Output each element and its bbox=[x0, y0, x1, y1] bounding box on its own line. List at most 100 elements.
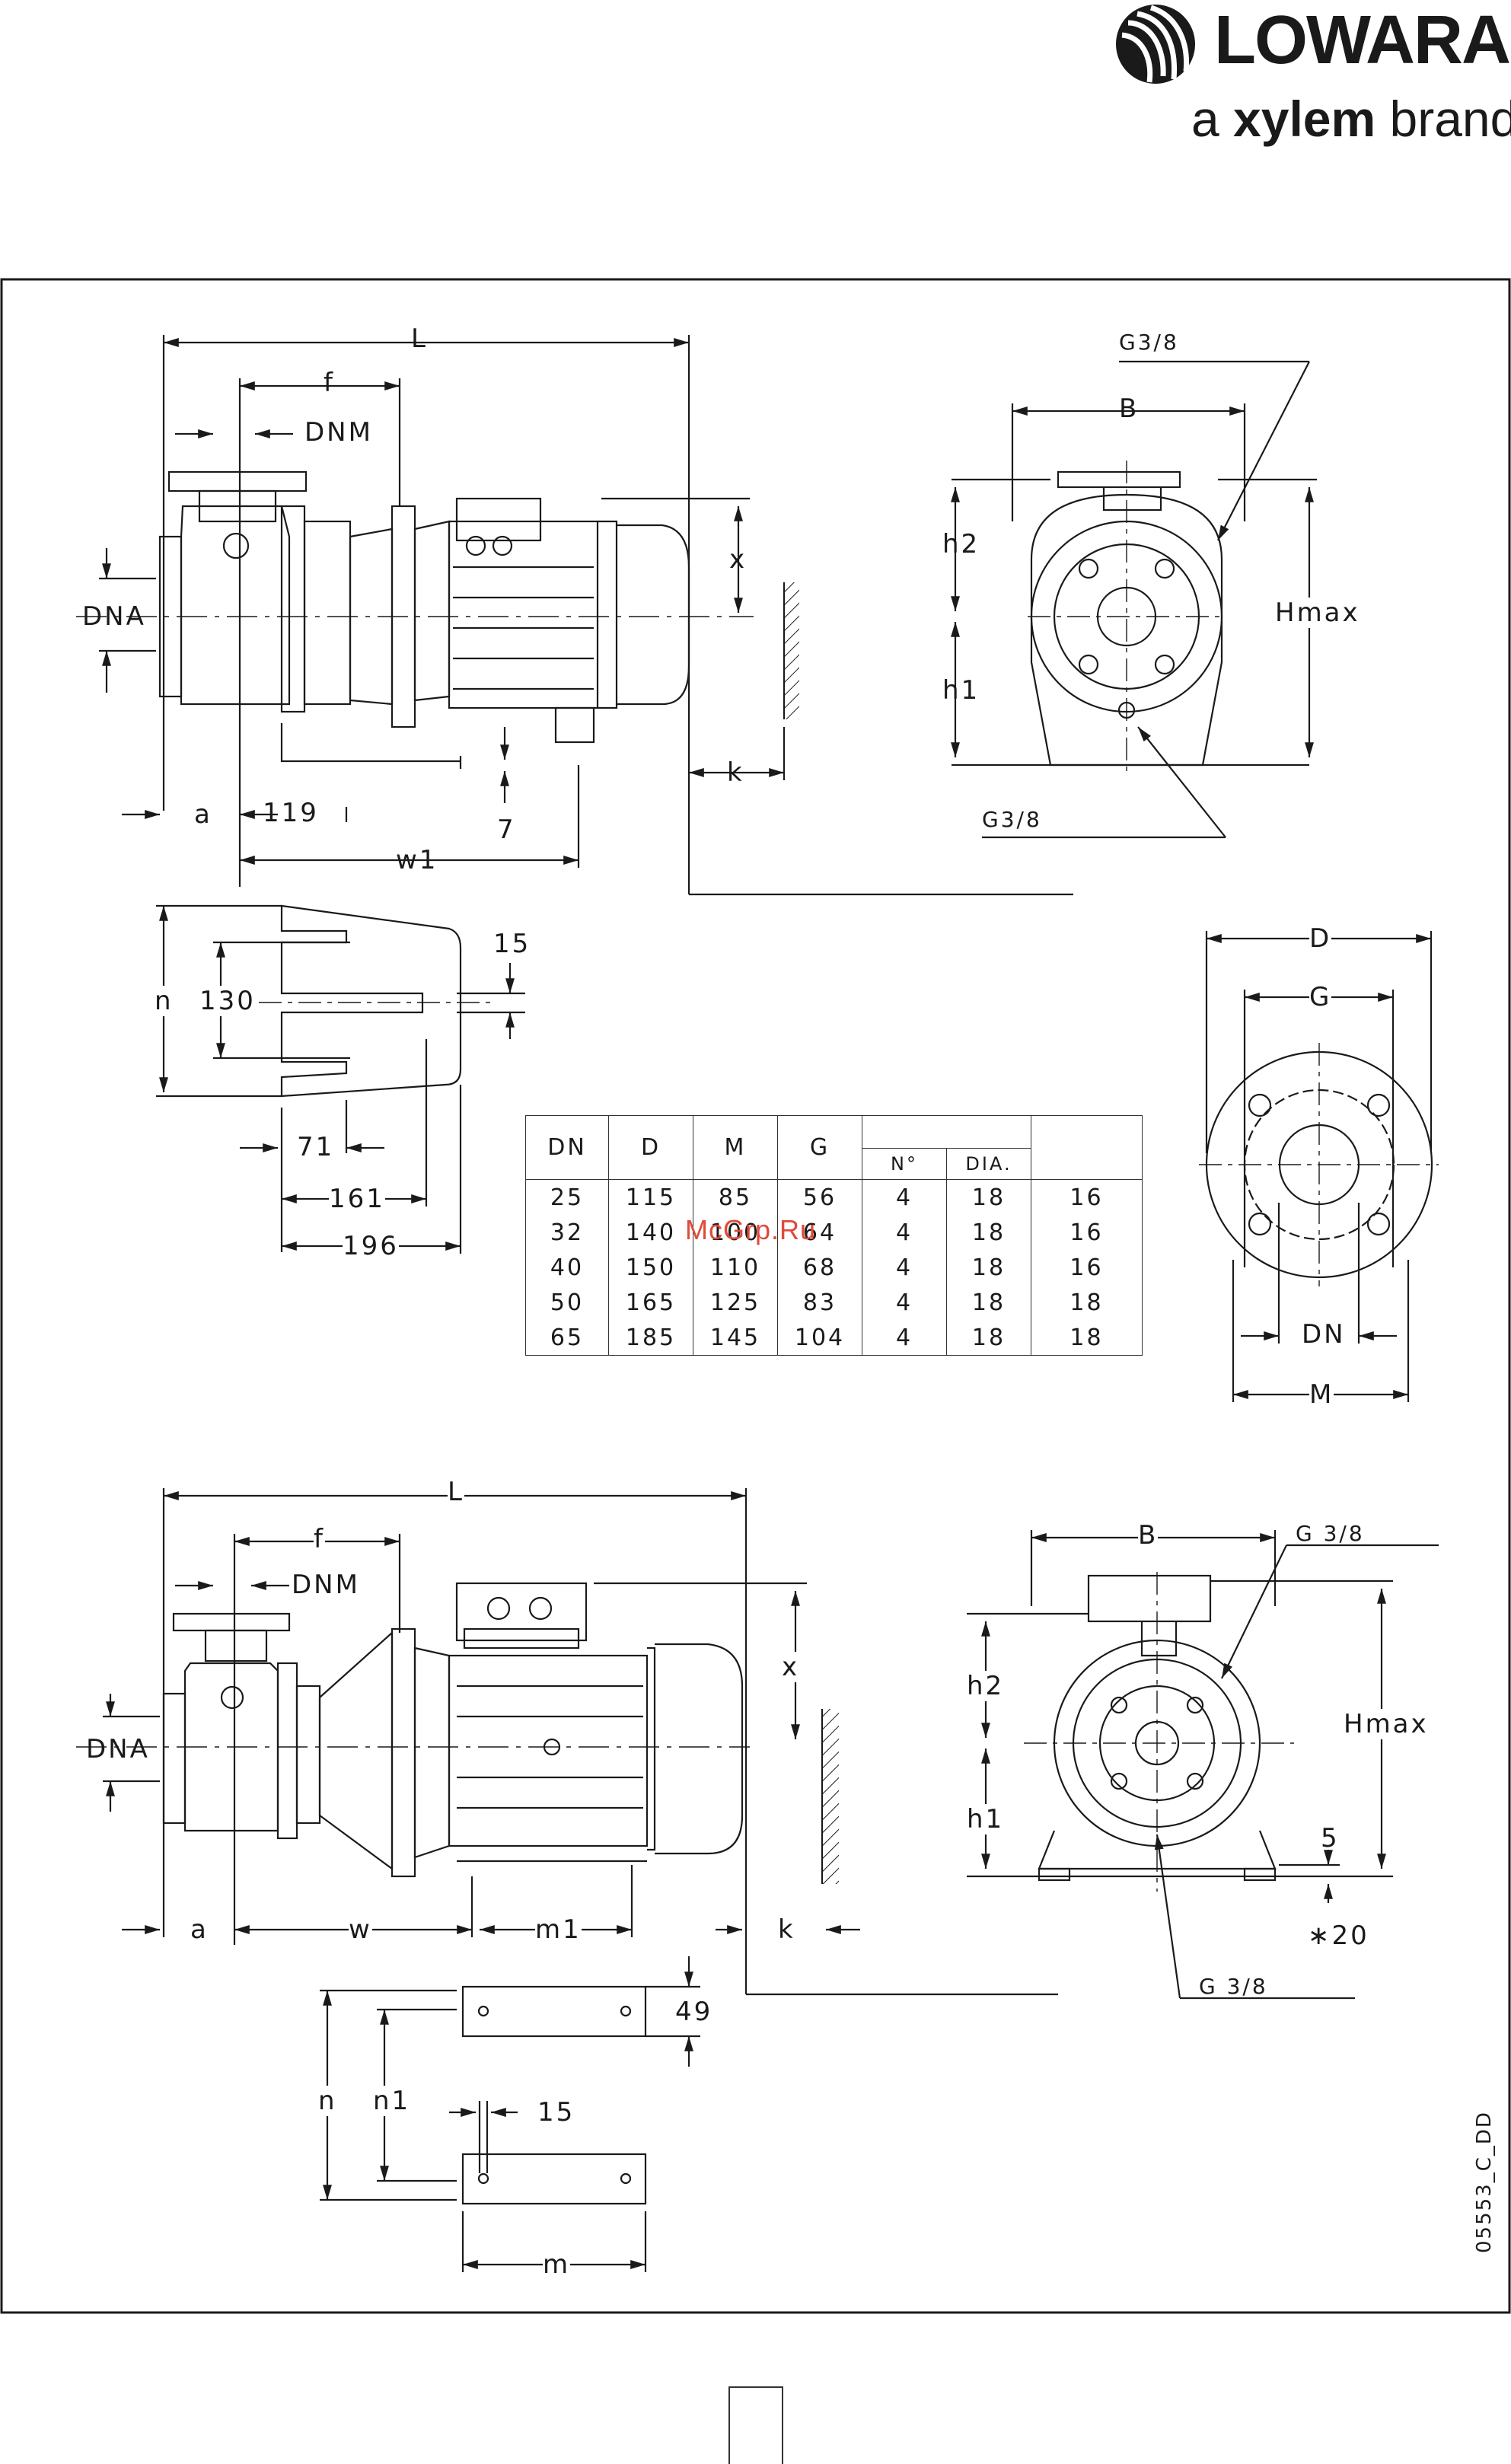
page-number-box bbox=[728, 2386, 783, 2464]
table-header-d: D bbox=[608, 1115, 693, 1180]
label-foot-15: 15 bbox=[493, 929, 531, 959]
label-bottom-20: ∗20 bbox=[1308, 1921, 1369, 1951]
label-top-a: a bbox=[194, 799, 212, 830]
label-flange-G: G bbox=[1309, 982, 1332, 1012]
drawing-lines bbox=[0, 278, 1511, 2314]
table-cell: 140 bbox=[608, 1215, 693, 1250]
label-feet-n: n bbox=[318, 2086, 337, 2116]
label-bottom-B: B bbox=[1138, 1520, 1159, 1551]
label-feet-15: 15 bbox=[537, 2097, 575, 2128]
table-header-blank bbox=[1031, 1115, 1143, 1180]
label-feet-m: m bbox=[543, 2249, 571, 2280]
table-header-g: G bbox=[777, 1115, 862, 1180]
top-front-view bbox=[951, 360, 1317, 839]
table-cell: 4 bbox=[862, 1250, 947, 1285]
table-cell: 165 bbox=[608, 1285, 693, 1320]
label-bottom-G38-upper: G 3/8 bbox=[1296, 1521, 1365, 1546]
table-cell: 65 bbox=[525, 1320, 609, 1356]
table-cell: 100 bbox=[693, 1215, 778, 1250]
table-cell: 104 bbox=[777, 1320, 862, 1356]
table-header-holes: N° DIA. bbox=[862, 1115, 1031, 1180]
brand-tagline: a xylem brand bbox=[1191, 91, 1511, 147]
table-cell: 4 bbox=[862, 1320, 947, 1356]
table-cell: 68 bbox=[777, 1250, 862, 1285]
label-foot-71: 71 bbox=[297, 1132, 335, 1162]
top-side-view bbox=[76, 335, 1073, 896]
table-cell: 185 bbox=[608, 1320, 693, 1356]
label-bottom-L: L bbox=[448, 1477, 464, 1507]
label-top-119: 119 bbox=[263, 798, 319, 828]
label-feet-49: 49 bbox=[675, 1997, 713, 2027]
table-cell: 150 bbox=[608, 1250, 693, 1285]
label-bottom-Hmax: Hmax bbox=[1344, 1709, 1429, 1739]
table-header-count: N° bbox=[862, 1149, 947, 1179]
label-bottom-k: k bbox=[778, 1914, 795, 1945]
table-header-dia: DIA. bbox=[965, 1153, 1012, 1175]
label-top-7: 7 bbox=[497, 814, 516, 845]
table-cell: 85 bbox=[693, 1179, 778, 1215]
label-flange-D: D bbox=[1309, 923, 1332, 954]
label-flange-DN: DN bbox=[1302, 1319, 1346, 1350]
table-cell: 16 bbox=[1031, 1215, 1143, 1250]
label-foot-130: 130 bbox=[199, 986, 256, 1016]
table-cell: 18 bbox=[1031, 1320, 1143, 1356]
label-top-L: L bbox=[411, 324, 428, 354]
technical-drawing: L f DNM DNA x k a 119 7 w1 G3/8 B h2 h1 … bbox=[0, 278, 1511, 2314]
label-bottom-w: w bbox=[349, 1914, 372, 1945]
table-cell: 16 bbox=[1031, 1250, 1143, 1285]
label-top-G38-upper: G3/8 bbox=[1119, 330, 1179, 355]
label-top-w1: w1 bbox=[396, 845, 438, 875]
table-cell: 4 bbox=[862, 1179, 947, 1215]
table-cell: 18 bbox=[946, 1285, 1031, 1320]
label-bottom-h2: h2 bbox=[967, 1671, 1005, 1701]
bottom-side-view bbox=[76, 1488, 1058, 1996]
table-cell: 125 bbox=[693, 1285, 778, 1320]
table-cell: 40 bbox=[525, 1250, 609, 1285]
label-bottom-x: x bbox=[782, 1652, 800, 1682]
table-cell: 110 bbox=[693, 1250, 778, 1285]
label-bottom-DNM: DNM bbox=[292, 1570, 360, 1600]
label-top-B: B bbox=[1119, 394, 1140, 424]
table-cell: 4 bbox=[862, 1285, 947, 1320]
lowara-logo-icon bbox=[1116, 5, 1195, 84]
label-bottom-h1: h1 bbox=[967, 1804, 1005, 1834]
label-bottom-f: f bbox=[314, 1524, 325, 1554]
label-bottom-5: 5 bbox=[1321, 1823, 1340, 1854]
table-cell: 18 bbox=[1031, 1285, 1143, 1320]
bottom-front-view bbox=[967, 1530, 1439, 2000]
table-cell: 4 bbox=[862, 1215, 947, 1250]
label-flange-M: M bbox=[1309, 1379, 1334, 1410]
table-header-dn: DN bbox=[525, 1115, 609, 1180]
label-foot-161: 161 bbox=[329, 1184, 385, 1214]
table-header-m: M bbox=[693, 1115, 778, 1180]
brand-name: LOWARA bbox=[1214, 2, 1511, 78]
table-cell: 56 bbox=[777, 1179, 862, 1215]
label-top-DNA: DNA bbox=[82, 601, 146, 632]
table-cell: 25 bbox=[525, 1179, 609, 1215]
table-cell: 50 bbox=[525, 1285, 609, 1320]
table-cell: 18 bbox=[946, 1179, 1031, 1215]
label-top-Hmax: Hmax bbox=[1275, 598, 1360, 628]
table-cell: 115 bbox=[608, 1179, 693, 1215]
table-cell: 83 bbox=[777, 1285, 862, 1320]
brand-header: LOWARA a xylem brand bbox=[1111, 0, 1511, 152]
table-cell: 32 bbox=[525, 1215, 609, 1250]
label-top-h1: h1 bbox=[942, 675, 980, 706]
table-cell: 18 bbox=[946, 1320, 1031, 1356]
label-bottom-m1: m1 bbox=[535, 1914, 582, 1945]
label-top-x: x bbox=[729, 544, 748, 575]
table-cell: 16 bbox=[1031, 1179, 1143, 1215]
label-top-f: f bbox=[324, 368, 335, 398]
table-cell: 64 bbox=[777, 1215, 862, 1250]
label-top-G38-lower: G3/8 bbox=[982, 807, 1042, 832]
label-bottom-G38-lower: G 3/8 bbox=[1199, 1974, 1268, 1999]
label-bottom-DNA: DNA bbox=[86, 1734, 150, 1764]
table-cell: 145 bbox=[693, 1320, 778, 1356]
label-top-h2: h2 bbox=[942, 529, 980, 559]
label-foot-196: 196 bbox=[343, 1231, 399, 1261]
